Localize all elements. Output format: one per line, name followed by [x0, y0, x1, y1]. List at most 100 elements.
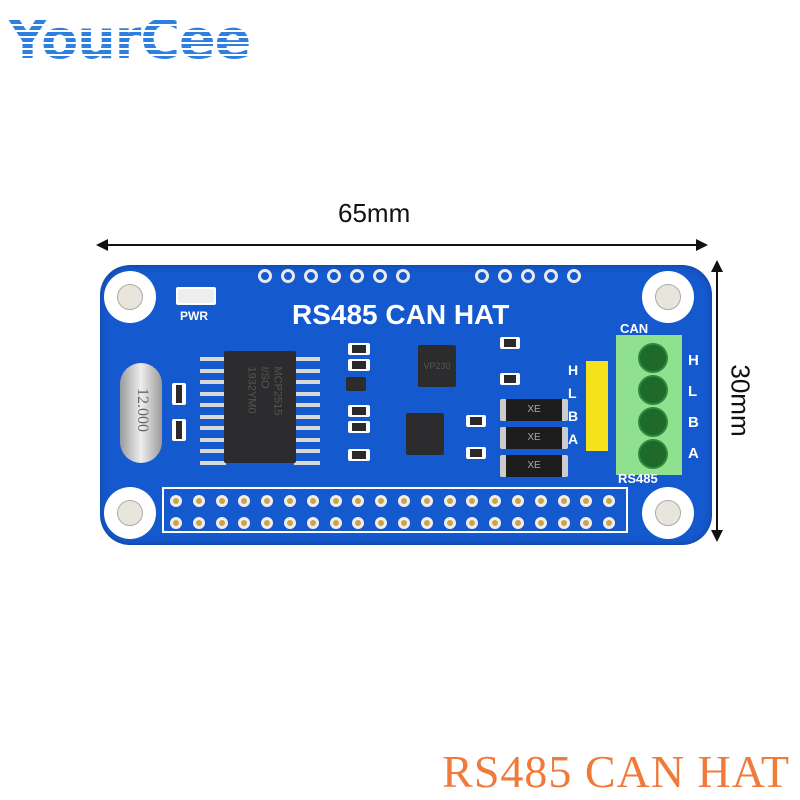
chip-leg	[200, 426, 226, 430]
gpio-pin	[215, 517, 228, 529]
width-dimension-label: 65mm	[338, 198, 411, 228]
mcp2515-chip: MCP2515 I/SO 1932YM0	[200, 351, 322, 465]
header-label-l: L	[568, 385, 577, 401]
diode-text: XE	[527, 460, 541, 471]
resistor	[348, 449, 370, 461]
height-dimension-label: 30mm	[725, 364, 756, 437]
chip-leg	[294, 414, 320, 419]
chip-leg	[294, 391, 320, 396]
through-hole	[544, 269, 558, 283]
gpio-pin	[443, 517, 456, 529]
gpio-pin	[284, 495, 296, 507]
through-hole	[373, 269, 387, 283]
gpio-pin	[580, 517, 593, 529]
gpio-pin	[192, 495, 205, 507]
resistor	[466, 415, 486, 427]
gpio-pin	[420, 517, 433, 529]
through-hole	[567, 269, 581, 283]
gpio-pin	[557, 495, 570, 507]
height-dimension-line	[716, 264, 718, 538]
terminal-screw	[638, 407, 668, 437]
gpio-pin	[329, 517, 342, 529]
capacitor	[172, 419, 186, 441]
gpio-pin	[534, 495, 547, 507]
arrow-left-icon	[96, 239, 108, 251]
terminal-label-h: H	[688, 352, 699, 369]
gpio-pin	[192, 517, 205, 529]
pin-header-yellow	[586, 361, 608, 451]
screw-terminal-block	[616, 335, 682, 475]
resistor	[466, 447, 486, 459]
gpio-pin	[261, 517, 274, 529]
capacitor	[172, 383, 186, 405]
through-hole	[475, 269, 489, 283]
diode-text: XE	[527, 404, 541, 415]
gpio-pin	[284, 517, 296, 529]
chip-text-line: MCP2515	[271, 366, 284, 416]
chip-leg	[200, 357, 226, 361]
gpio-pin	[306, 517, 319, 529]
terminal-label-a: A	[688, 445, 699, 462]
terminal-screw	[638, 439, 668, 469]
pcb-board: PWR RS485 CAN HAT 12.000 MCP2515 I/SO 19…	[100, 265, 712, 545]
gpio-pin	[375, 495, 388, 507]
gpio-pin	[443, 495, 456, 507]
board-silkscreen-title: RS485 CAN HAT	[292, 299, 510, 330]
can-label: CAN	[620, 321, 649, 336]
gpio-pin	[398, 495, 410, 507]
gpio-pin	[420, 495, 433, 507]
gpio-pin	[375, 517, 388, 529]
resistor	[348, 405, 370, 417]
gpio-pin	[170, 517, 182, 529]
chip-leg	[294, 460, 320, 465]
rs485-label: RS485	[618, 471, 658, 486]
chip-leg	[294, 368, 320, 373]
gpio-pin	[352, 517, 365, 529]
gpio-pin	[489, 495, 502, 507]
through-hole	[304, 269, 318, 283]
terminal-screw	[638, 343, 668, 373]
arrow-up-icon	[711, 260, 723, 272]
crystal-text: 12.000	[134, 388, 151, 432]
width-dimension-line	[100, 244, 704, 246]
gpio-pin	[489, 517, 502, 529]
gpio-pin	[512, 495, 524, 507]
diode-text: XE	[527, 432, 541, 443]
tvs-diode: XE	[500, 399, 568, 421]
transceiver-chip: VP230	[418, 345, 456, 387]
gpio-header-40pin	[162, 487, 628, 533]
gpio-pin	[352, 495, 365, 507]
arrow-down-icon	[711, 530, 723, 542]
header-label-b: B	[568, 408, 579, 424]
chip-leg	[200, 403, 226, 407]
chip-text-line: I/SO	[258, 366, 271, 389]
resistor	[500, 337, 520, 349]
through-hole	[281, 269, 295, 283]
pwr-led	[176, 287, 216, 305]
through-hole	[396, 269, 410, 283]
mounting-hole	[642, 271, 694, 323]
resistor	[348, 343, 370, 355]
gpio-pin	[238, 495, 251, 507]
through-hole	[498, 269, 512, 283]
chip-leg	[294, 403, 320, 407]
chip-leg	[294, 357, 320, 361]
mounting-hole	[104, 271, 156, 323]
pwr-label: PWR	[180, 309, 208, 323]
chip-leg	[294, 426, 320, 430]
resistor	[348, 421, 370, 433]
gpio-pin	[534, 517, 547, 529]
chip-leg	[200, 460, 226, 465]
tvs-diode: XE	[500, 427, 568, 449]
brand-logo: YourCee	[8, 8, 251, 71]
arrow-right-icon	[696, 239, 708, 251]
resistor	[348, 359, 370, 371]
gpio-pin	[238, 517, 251, 529]
through-hole	[521, 269, 535, 283]
resistor	[500, 373, 520, 385]
gpio-pin	[398, 517, 410, 529]
gpio-pin	[512, 517, 524, 529]
header-labels: H L B A	[568, 359, 578, 451]
gpio-pin	[466, 517, 479, 529]
chip-text-line: 1932YM0	[245, 366, 258, 414]
